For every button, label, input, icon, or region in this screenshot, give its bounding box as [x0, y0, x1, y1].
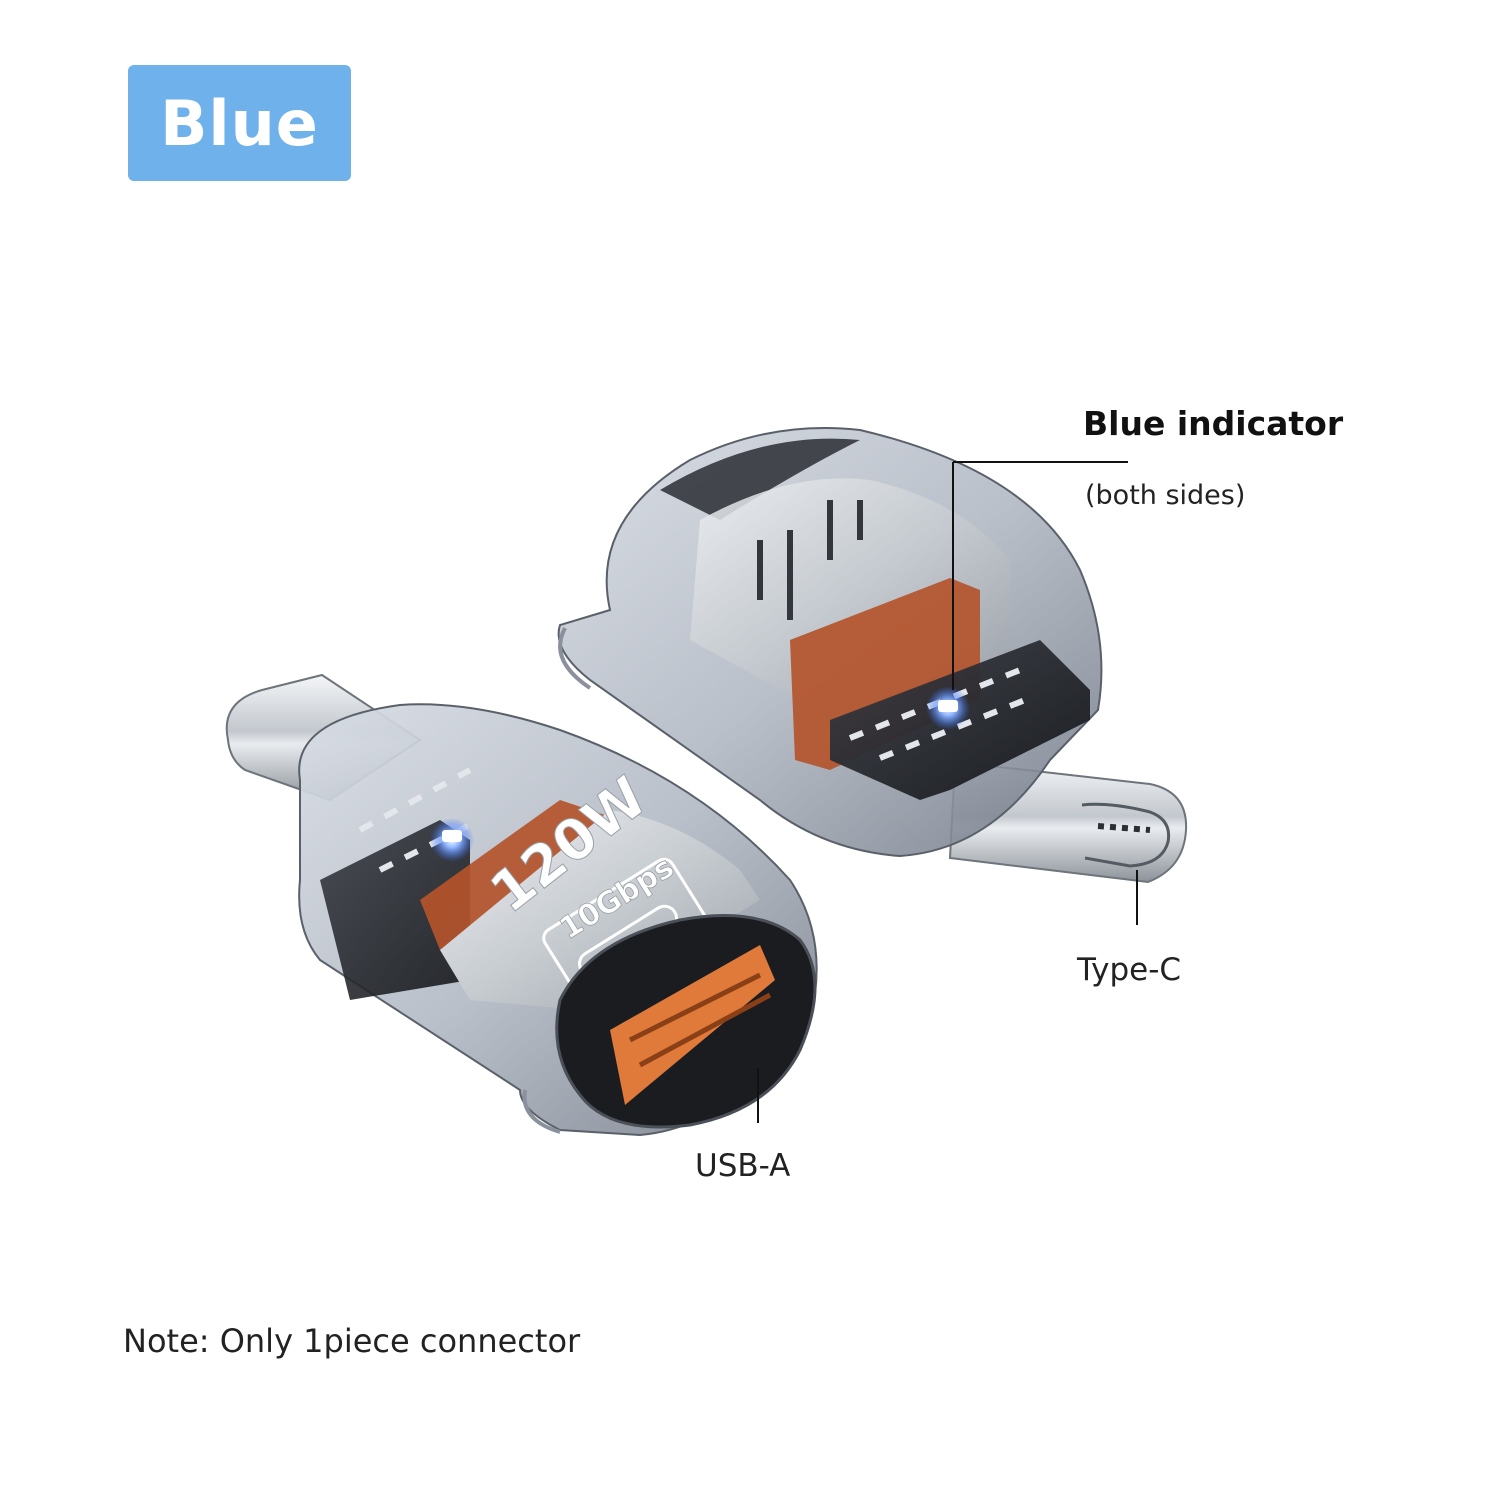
color-badge-label: Blue	[160, 86, 319, 160]
callout-lines	[757, 461, 1138, 1123]
rear-adapter	[557, 427, 1188, 884]
color-badge: Blue	[128, 65, 351, 181]
indicator-callout-subtitle: (both sides)	[1085, 480, 1246, 511]
front-adapter: 120W 10Gbps	[225, 673, 818, 1137]
usb-a-label: USB-A	[695, 1148, 791, 1184]
type-c-label: Type-C	[1077, 952, 1182, 988]
indicator-callout-title: Blue indicator	[1083, 404, 1344, 443]
note-text: Note: Only 1piece connector	[123, 1322, 581, 1360]
